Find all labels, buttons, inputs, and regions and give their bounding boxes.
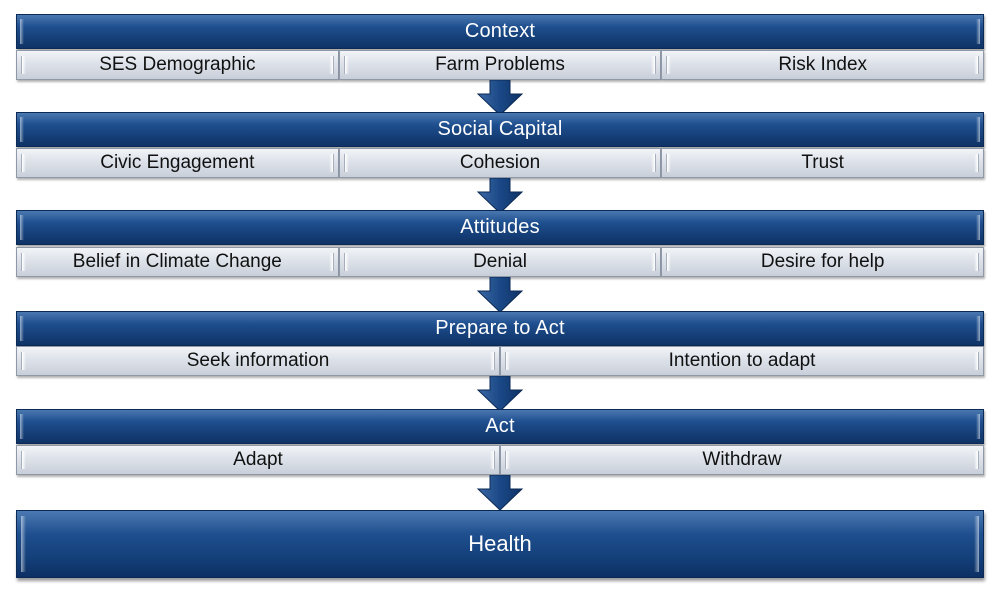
level-header-context: Context bbox=[16, 14, 984, 49]
item-withdraw: Withdraw bbox=[500, 445, 984, 475]
level-header-act: Act bbox=[16, 409, 984, 444]
item-trust: Trust bbox=[661, 148, 985, 178]
item-civic-engagement: Civic Engagement bbox=[16, 148, 339, 178]
down-arrow-icon bbox=[476, 475, 524, 511]
level-items-context: SES Demographic Farm Problems Risk Index bbox=[16, 50, 985, 80]
down-arrow-icon bbox=[476, 178, 524, 214]
item-cohesion: Cohesion bbox=[338, 148, 662, 178]
item-intention-to-adapt: Intention to adapt bbox=[500, 346, 984, 376]
item-denial: Denial bbox=[338, 247, 662, 277]
level-header-prepare-to-act: Prepare to Act bbox=[16, 311, 984, 346]
item-seek-information: Seek information bbox=[16, 346, 500, 376]
level-items-attitudes: Belief in Climate Change Denial Desire f… bbox=[16, 247, 985, 277]
item-farm-problems: Farm Problems bbox=[338, 50, 662, 80]
level-header-social-capital: Social Capital bbox=[16, 112, 984, 147]
item-adapt: Adapt bbox=[16, 445, 500, 475]
item-ses-demographic: SES Demographic bbox=[16, 50, 339, 80]
outcome-health: Health bbox=[16, 510, 984, 578]
down-arrow-icon bbox=[476, 277, 524, 313]
level-items-prepare-to-act: Seek information Intention to adapt bbox=[16, 346, 984, 376]
item-risk-index: Risk Index bbox=[661, 50, 985, 80]
level-items-social-capital: Civic Engagement Cohesion Trust bbox=[16, 148, 985, 178]
down-arrow-icon bbox=[476, 80, 524, 116]
level-header-attitudes: Attitudes bbox=[16, 210, 984, 245]
level-items-act: Adapt Withdraw bbox=[16, 445, 984, 475]
item-desire-for-help: Desire for help bbox=[661, 247, 985, 277]
down-arrow-icon bbox=[476, 376, 524, 412]
item-belief-in-climate-change: Belief in Climate Change bbox=[16, 247, 339, 277]
